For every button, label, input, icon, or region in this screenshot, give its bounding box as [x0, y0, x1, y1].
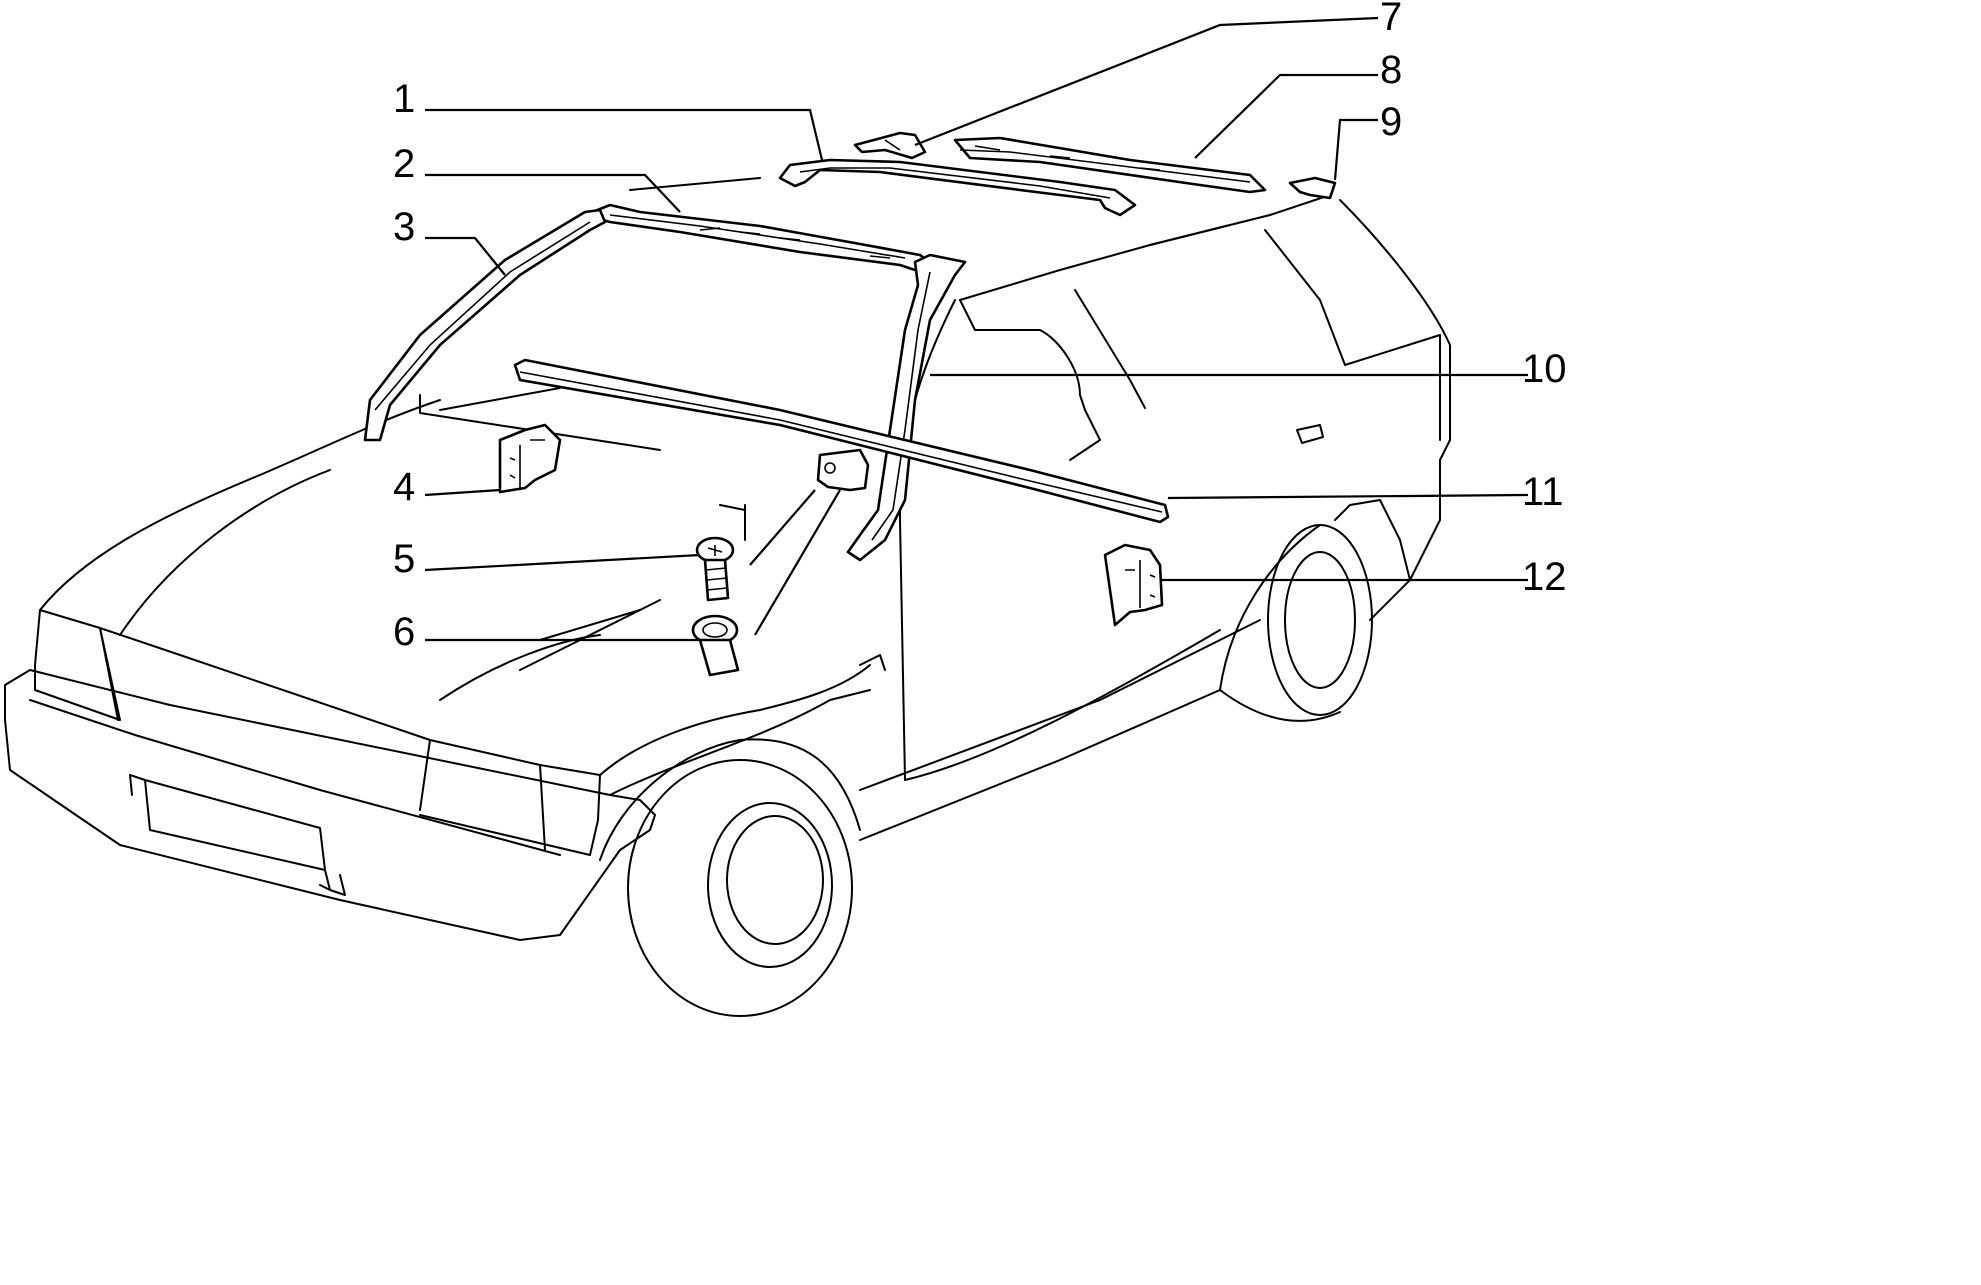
leader-lines	[424, 16, 1529, 642]
car-body-outline	[4, 177, 1451, 1017]
part-10-right-a-pillar	[846, 253, 967, 562]
callout-11: 11	[1522, 470, 1564, 514]
part-1-roof-trim	[778, 158, 1137, 217]
callout-6: 6	[393, 610, 415, 654]
callout-9: 9	[1380, 100, 1402, 144]
callout-10: 10	[1522, 347, 1567, 391]
callout-12: 12	[1522, 555, 1567, 599]
callout-7: 7	[1380, 0, 1402, 39]
part-bracket-center	[816, 448, 870, 492]
exploded-parts-diagram: 1 2 3 4 5 6 7 8 9 10 11 12	[4, 0, 1567, 1017]
part-4-bracket-left	[498, 423, 562, 494]
callout-3: 3	[393, 205, 415, 249]
part-8-rear-roof-trim	[953, 136, 1267, 194]
part-3-left-a-pillar	[363, 208, 607, 442]
part-7-corner-piece	[853, 131, 927, 160]
callout-8: 8	[1380, 48, 1402, 92]
part-9-clip	[1288, 176, 1337, 200]
callout-5: 5	[393, 537, 415, 581]
callout-1: 1	[393, 77, 415, 121]
callout-4: 4	[393, 465, 415, 509]
part-6-plug	[691, 614, 740, 677]
callout-2: 2	[393, 142, 415, 186]
part-2-windshield-header	[583, 203, 932, 272]
callout-labels: 1 2 3 4 5 6 7 8 9 10 11 12	[393, 0, 1567, 654]
part-11-belt-moulding	[513, 358, 1170, 524]
part-12-bracket-right	[1103, 543, 1164, 627]
part-5-screw	[695, 536, 735, 602]
